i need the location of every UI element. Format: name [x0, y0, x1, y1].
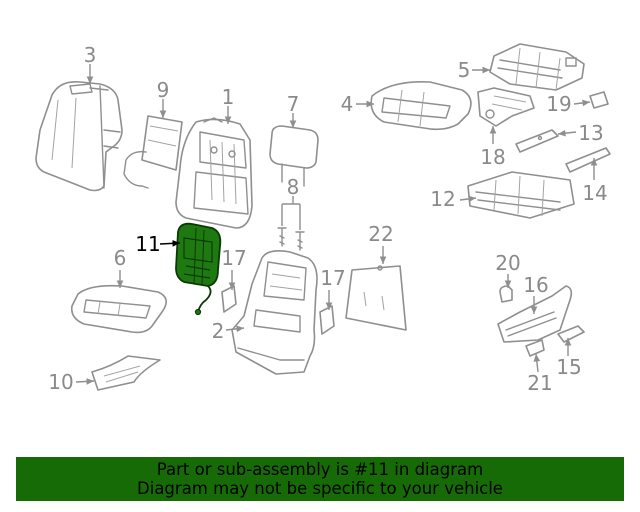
callout-20: 20 [495, 251, 520, 275]
callout-12: 12 [430, 187, 455, 211]
part-10-seat-heater-pad[interactable] [91, 355, 161, 391]
callout-17-right: 17 [320, 266, 345, 290]
callout-10: 10 [48, 370, 73, 394]
banner-line-1: Part or sub-assembly is #11 in diagram [156, 460, 484, 479]
callout-7: 7 [287, 92, 300, 116]
part-8-bolts[interactable] [277, 227, 305, 251]
part-19-knob[interactable] [589, 91, 609, 109]
part-12-seat-track[interactable] [467, 171, 575, 219]
info-banner: Part or sub-assembly is #11 in diagram D… [16, 457, 624, 501]
part-3-seat-back-cover[interactable] [35, 80, 123, 192]
callout-8: 8 [287, 175, 300, 199]
part-20-switch-knob[interactable] [499, 285, 513, 303]
callout-15: 15 [556, 355, 581, 379]
part-11-highlighted-assembly[interactable] [175, 222, 222, 316]
part-7-headrest[interactable] [269, 125, 319, 187]
banner-line-2: Diagram may not be specific to your vehi… [137, 479, 503, 498]
callout-18: 18 [480, 145, 505, 169]
part-21-lever-cap[interactable] [525, 339, 545, 357]
callout-3: 3 [84, 43, 97, 67]
part-2-seat-frame[interactable] [231, 250, 318, 375]
part-18-recliner-mechanism[interactable] [477, 87, 535, 127]
callout-14: 14 [582, 181, 607, 205]
callout-16: 16 [523, 273, 548, 297]
part-13-bracket[interactable] [515, 129, 559, 153]
part-17-clip-right[interactable] [319, 305, 335, 335]
callout-19: 19 [546, 92, 571, 116]
part-22-back-panel[interactable] [345, 265, 407, 331]
part-5-seat-track-frame[interactable] [489, 43, 585, 91]
callout-6: 6 [114, 246, 127, 270]
callout-4: 4 [341, 92, 354, 116]
callout-1: 1 [222, 85, 235, 109]
exploded-parts-diagram: 3 9 1 7 8 4 5 19 13 18 14 12 22 11 17 6 … [35, 43, 611, 395]
part-1-seat-back-frame[interactable] [175, 117, 253, 229]
part-14-cover-strip[interactable] [565, 147, 611, 173]
callout-13: 13 [578, 121, 603, 145]
callout-2: 2 [212, 319, 225, 343]
leader-arrows [75, 64, 598, 385]
callout-5: 5 [458, 58, 471, 82]
callout-9: 9 [157, 78, 170, 102]
part-9-lumbar-support[interactable] [123, 115, 183, 189]
callout-17-left: 17 [221, 246, 246, 270]
callout-11-highlighted[interactable]: 11 [135, 232, 160, 256]
part-15-handle[interactable] [557, 325, 585, 343]
part-4-seat-cushion[interactable] [370, 80, 472, 131]
part-6-seat-cushion[interactable] [70, 284, 167, 334]
callout-21: 21 [527, 371, 552, 395]
part-17-clip-left[interactable] [221, 285, 237, 313]
callout-22: 22 [368, 222, 393, 246]
